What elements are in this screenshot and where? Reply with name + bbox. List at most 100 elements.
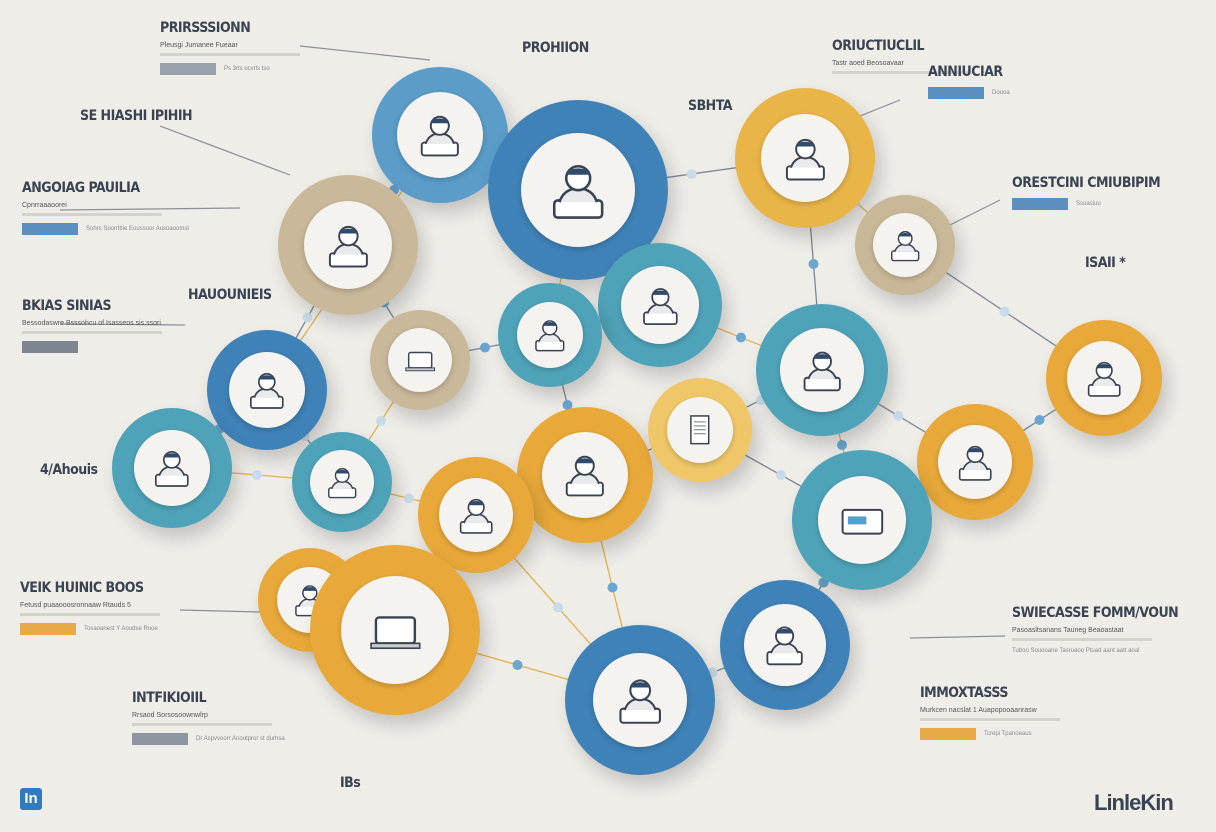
avatar	[818, 476, 906, 564]
network-node[interactable]	[756, 304, 888, 436]
action-button[interactable]	[22, 341, 78, 353]
label-subtitle: Bessodaswre Bsssohcu of Isasseos sis.sso…	[22, 320, 161, 327]
label-subtitle: Fetusd puaaooosronnaaw Rtauds 5	[20, 602, 131, 609]
label-block: IBs	[340, 775, 361, 791]
text-placeholder-line	[1012, 638, 1152, 641]
label-block: ISAII *	[1085, 255, 1126, 271]
edge-dot	[808, 259, 819, 269]
connector-line	[59, 323, 186, 326]
person-icon	[953, 440, 997, 484]
network-node[interactable]	[112, 408, 232, 528]
linkedin-logo-icon: In	[20, 788, 42, 810]
edge-dot	[893, 411, 904, 421]
network-node[interactable]	[517, 407, 653, 543]
label-subtitle: Rrsaod Sorsosoownwlrp	[132, 712, 208, 719]
network-node[interactable]	[648, 378, 752, 482]
network-node[interactable]	[207, 330, 327, 450]
label-subtitle: Cpnrraaaoorei	[22, 202, 67, 209]
action-button[interactable]	[160, 63, 216, 75]
label-note: Sohrs Soorrlttie Eoussuor Ausoaoomst	[86, 226, 190, 232]
network-node[interactable]	[372, 67, 508, 203]
person-icon	[323, 463, 361, 501]
laptop-icon	[363, 598, 428, 663]
avatar	[873, 213, 937, 277]
edge-dot	[302, 312, 313, 323]
action-button[interactable]	[20, 623, 76, 635]
edge-dot	[252, 470, 262, 480]
person-icon	[797, 345, 847, 395]
label-note: Ssoasiuu	[1076, 201, 1101, 207]
edge-dot	[376, 416, 386, 426]
label-title: HAUOUNIEIS	[188, 287, 272, 303]
connector-line	[59, 207, 241, 211]
network-node[interactable]	[488, 100, 668, 280]
network-node[interactable]	[278, 175, 418, 315]
avatar	[388, 328, 452, 392]
network-node[interactable]	[917, 404, 1033, 520]
label-block: PROHIION	[522, 40, 589, 56]
network-node[interactable]	[310, 545, 480, 715]
label-block: HAUOUNIEIS	[188, 287, 272, 303]
network-node[interactable]	[498, 283, 602, 387]
avatar	[521, 133, 635, 247]
label-title: IMMOXTASSS	[920, 685, 1008, 701]
text-placeholder-line	[132, 723, 272, 726]
edge-dot	[686, 169, 697, 179]
person-icon	[779, 132, 832, 185]
label-block: SBHTA	[688, 98, 732, 114]
label-title: IBs	[340, 775, 361, 791]
label-title: ANGOIAG PAUILIA	[22, 180, 140, 196]
edge-dot	[776, 470, 786, 480]
avatar	[780, 328, 864, 412]
person-icon	[530, 315, 570, 355]
network-node[interactable]	[735, 88, 875, 228]
avatar	[593, 653, 687, 747]
network-node[interactable]	[720, 580, 850, 710]
action-button[interactable]	[920, 728, 976, 740]
action-button[interactable]	[1012, 198, 1068, 210]
network-node[interactable]	[565, 625, 715, 775]
label-title: BKIAS SINIAS	[22, 298, 112, 314]
network-node[interactable]	[292, 432, 392, 532]
edge-dot	[512, 660, 523, 670]
label-title: PROHIION	[522, 40, 589, 56]
network-node[interactable]	[598, 243, 722, 367]
action-button[interactable]	[132, 733, 188, 745]
avatar	[1067, 341, 1141, 415]
text-placeholder-line	[920, 718, 1060, 721]
avatar	[341, 576, 449, 684]
label-note: Tuboo Souooane Tasruaoo Ptuad aant aatt …	[1012, 648, 1140, 654]
connector-line	[299, 45, 431, 61]
label-note: Douoa	[992, 90, 1010, 96]
label-block: SE HIASHI IPIHIH	[80, 108, 193, 124]
connector-line	[179, 609, 261, 613]
network-node[interactable]	[1046, 320, 1162, 436]
brand-wordmark: LinleKin	[1094, 790, 1174, 815]
label-note: Dr Aspvvoorr Anootpror st durhsa	[196, 736, 285, 742]
edge-dot	[1034, 415, 1045, 425]
label-block: BKIAS SINIAS Bessodaswre Bsssohcu of Isas…	[22, 298, 162, 353]
network-node[interactable]	[418, 457, 534, 573]
network-node[interactable]	[792, 450, 932, 590]
action-button[interactable]	[928, 87, 984, 99]
avatar	[761, 114, 849, 202]
label-title: SBHTA	[688, 98, 732, 114]
connector-line	[159, 125, 291, 176]
network-node[interactable]	[370, 310, 470, 410]
person-icon	[149, 445, 195, 491]
label-block: 4/Ahouis	[40, 462, 98, 478]
action-button[interactable]	[22, 223, 78, 235]
edge-dot	[480, 342, 490, 353]
label-subtitle: Pleusgi Jumanee Fueaar	[160, 42, 238, 49]
avatar	[621, 266, 699, 344]
network-node[interactable]	[855, 195, 955, 295]
edge-dot	[607, 582, 618, 593]
label-title: SE HIASHI IPIHIH	[80, 108, 193, 124]
person-icon	[760, 620, 809, 669]
